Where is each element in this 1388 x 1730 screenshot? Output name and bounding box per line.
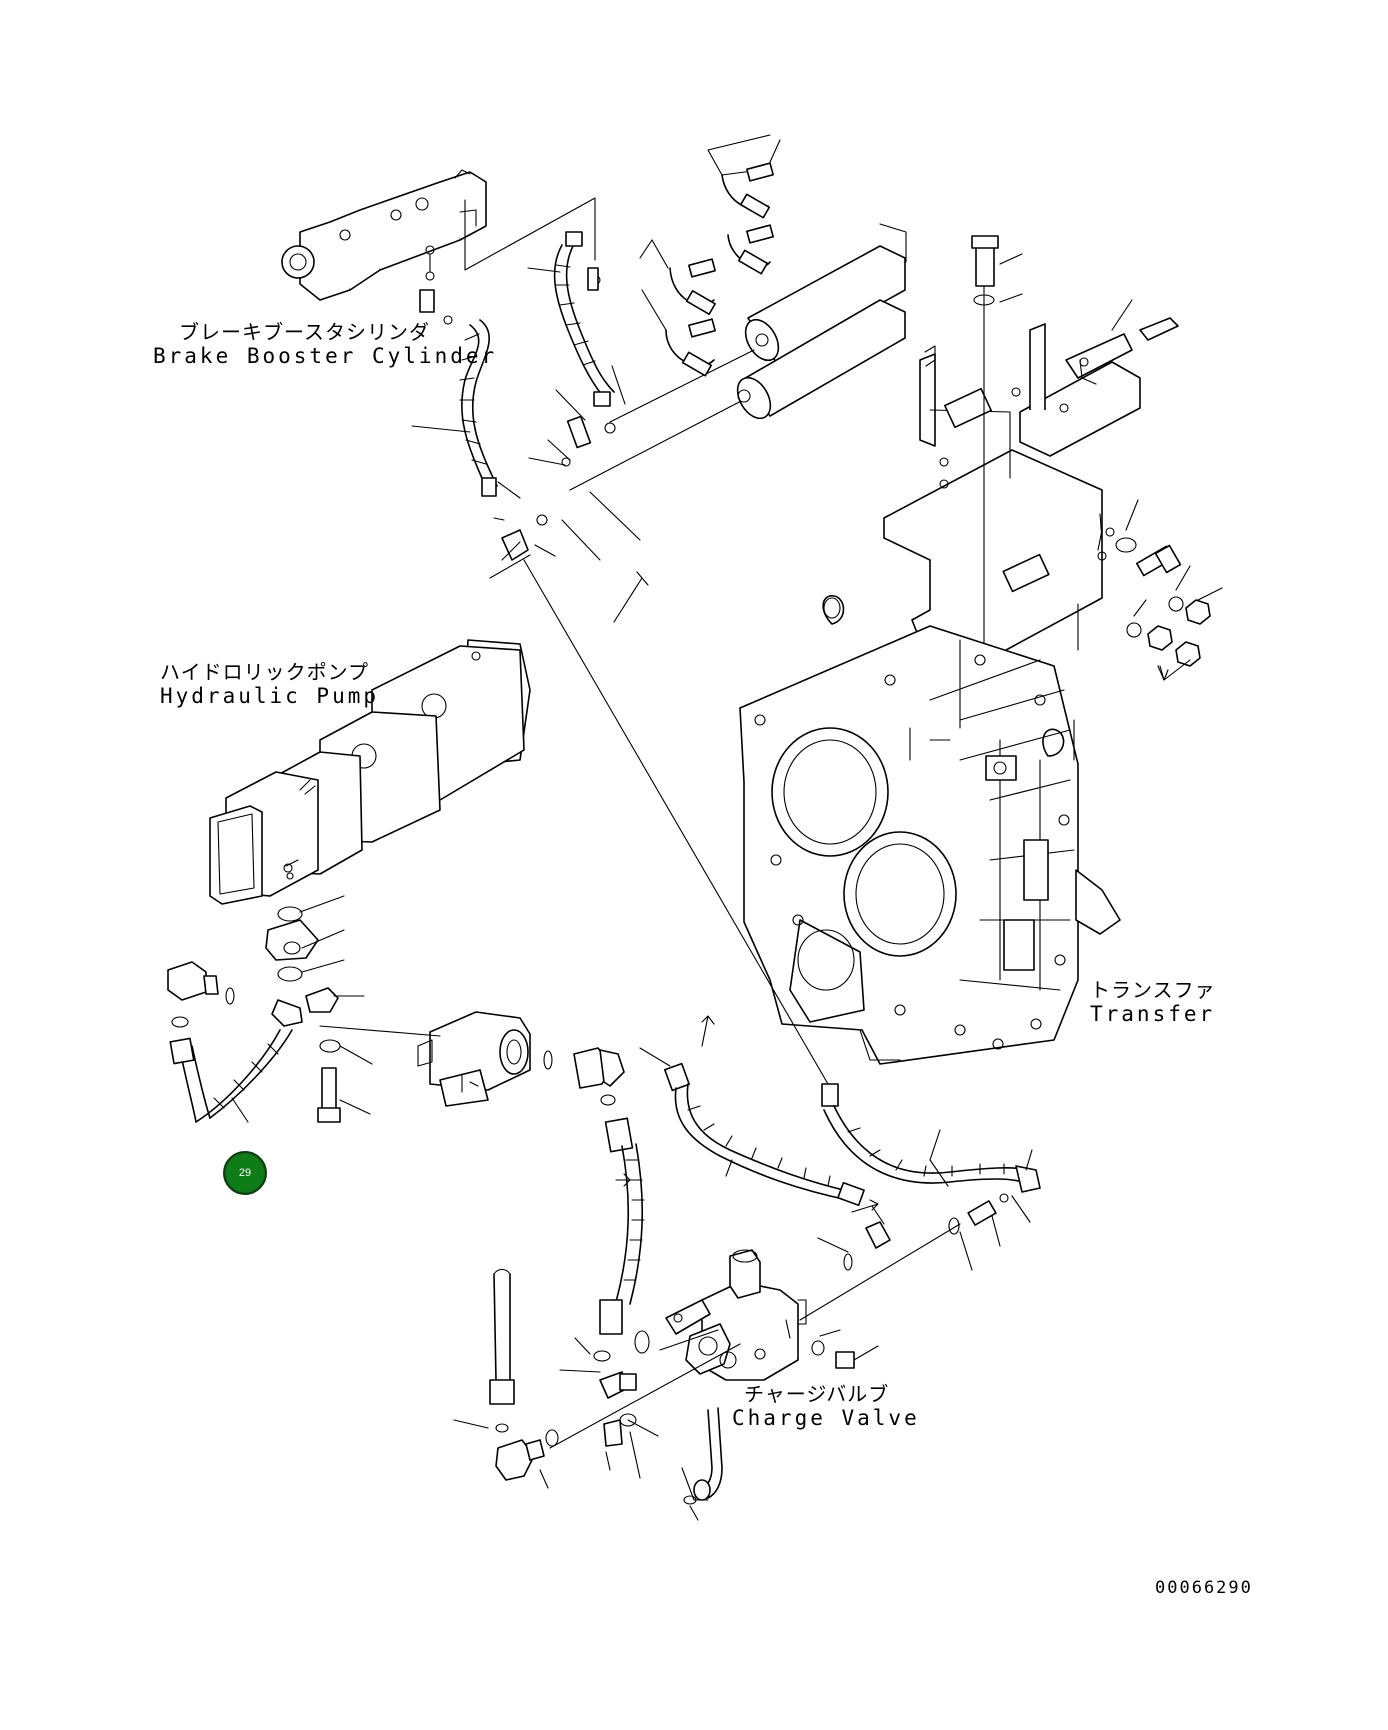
mid-hose-lower xyxy=(639,1015,865,1207)
hydraulic-pump-drawing xyxy=(209,639,531,905)
drawing-number: 00066290 xyxy=(1155,1578,1253,1598)
vertical-hose-left xyxy=(489,1268,515,1405)
transfer-label-jp: トランスファ xyxy=(1090,978,1216,1002)
brake-booster-label-en: Brake Booster Cylinder xyxy=(153,344,498,368)
mounting-bracket xyxy=(883,317,1179,677)
pump-flange-parts xyxy=(265,895,365,1013)
fittings-upper xyxy=(493,415,616,561)
filter-to-valve-hose xyxy=(599,1117,645,1335)
small-hoses xyxy=(639,134,781,377)
pump-outlet-hose xyxy=(167,961,303,1123)
brake-booster-cylinder-drawing xyxy=(281,169,487,301)
brake-booster-label-jp: ブレーキブースタシリンダ xyxy=(179,320,430,344)
charge-valve-drawing xyxy=(665,1249,807,1381)
charge-valve-fittings xyxy=(453,1205,891,1501)
filter-block xyxy=(319,1011,625,1107)
hydraulic-pump-label-en: Hydraulic Pump xyxy=(160,684,380,708)
charge-valve-label-jp: チャージバルブ xyxy=(744,1382,890,1406)
bolt-washer-set xyxy=(971,235,1223,681)
middle-hose xyxy=(553,231,615,407)
booster-hose xyxy=(419,289,498,497)
part-number-callout[interactable]: 29 xyxy=(223,1151,267,1195)
charge-valve-label-en: Charge Valve xyxy=(732,1406,920,1430)
transfer-case-drawing xyxy=(739,595,1121,1065)
transfer-label-en: Transfer xyxy=(1090,1002,1216,1026)
accumulators xyxy=(736,245,906,420)
hydraulic-pump-label-jp: ハイドロリックポンプ xyxy=(160,660,369,684)
hydraulic-pump-label: ハイドロリックポンプ Hydraulic Pump xyxy=(160,660,379,708)
brake-booster-label: ブレーキブースタシリンダ Brake Booster Cylinder xyxy=(153,320,497,368)
small-hose-bottom xyxy=(683,1407,723,1521)
transfer-label: トランスファ Transfer xyxy=(1090,978,1216,1026)
charge-valve-label: チャージバルブ Charge Valve xyxy=(732,1382,920,1430)
transfer-to-valve-hose xyxy=(821,1083,1041,1193)
